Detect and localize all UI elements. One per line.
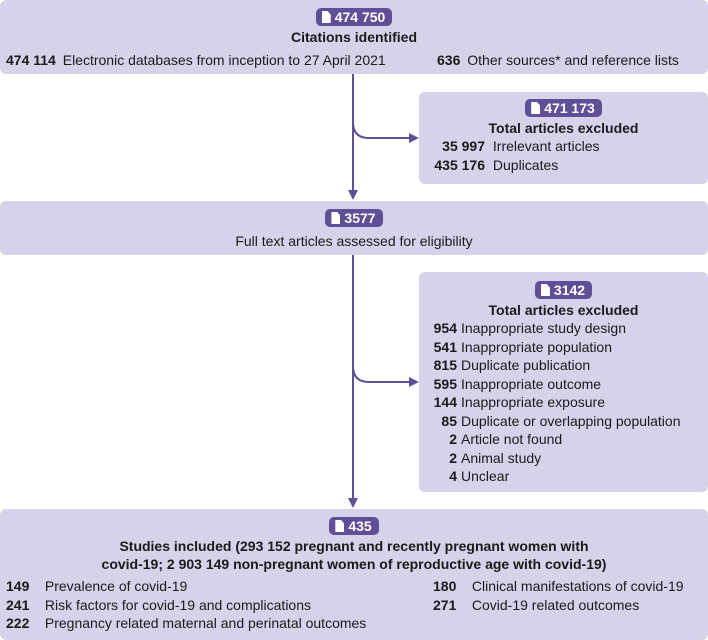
- arrow-to-excluded1: [352, 121, 419, 143]
- citations-items: 474 114 Electronic databases from incept…: [6, 51, 386, 70]
- document-icon: [331, 212, 341, 224]
- item-label: Inappropriate outcome: [461, 375, 602, 392]
- list-item: 180 Clinical manifestations of covid-19: [433, 577, 684, 596]
- document-icon: [540, 284, 550, 296]
- fulltext-count-badge: 3577: [325, 209, 383, 227]
- item-label: Inappropriate population: [461, 338, 613, 355]
- item-label: Covid-19 related outcomes: [471, 596, 640, 613]
- list-item: 271 Covid-19 related outcomes: [433, 596, 684, 615]
- item-label: Duplicate publication: [461, 357, 591, 373]
- item-label: Inappropriate study design: [461, 320, 626, 336]
- fulltext-count: 3577: [344, 210, 376, 226]
- excluded2-title: Total articles excluded: [488, 302, 639, 318]
- item-num: 222: [6, 615, 30, 631]
- list-item: 241 Risk factors for covid-19 and compli…: [6, 596, 366, 615]
- item-num: 595: [433, 375, 457, 392]
- item-num: 435 176: [434, 156, 485, 173]
- item-label: Duplicates: [492, 156, 559, 173]
- excluded2-count-badge: 3142: [534, 281, 593, 299]
- citations-count: 474 750: [334, 9, 386, 25]
- item-label: Duplicate or overlapping population: [461, 412, 681, 429]
- arrow-to-excluded2: [352, 365, 419, 387]
- citations-item-label: Electronic databases from inception to 2…: [62, 52, 386, 68]
- included-count: 435: [348, 518, 372, 534]
- included-list-right: 180 Clinical manifestations of covid-19 …: [433, 577, 684, 614]
- item-num: 815: [433, 357, 457, 373]
- excluded1-title: Total articles excluded: [488, 120, 639, 136]
- list-item: 149 Prevalence of covid-19: [6, 577, 366, 596]
- citations-box: 474 750 Citations identified 474 114 Ele…: [0, 0, 708, 74]
- citations-count-badge: 474 750: [315, 8, 393, 26]
- item-num: 180: [433, 578, 457, 594]
- item-label: Unclear: [461, 468, 510, 484]
- excluded1-count: 471 173: [544, 100, 595, 116]
- item-num: 2: [449, 431, 457, 447]
- document-icon: [531, 102, 541, 114]
- item-label: Irrelevant articles: [492, 138, 600, 154]
- fulltext-box: 3577 Full text articles assessed for eli…: [0, 201, 708, 255]
- item-num: 149: [6, 578, 30, 594]
- included-count-badge: 435: [329, 517, 379, 535]
- item-label: Prevalence of covid-19: [44, 578, 188, 594]
- item-num: 241: [6, 596, 30, 613]
- excluded1-count-badge: 471 173: [525, 99, 602, 117]
- item-num: 271: [433, 596, 457, 613]
- item-label: Inappropriate exposure: [461, 394, 605, 410]
- citations-item-num: 474 114: [6, 52, 56, 68]
- document-icon: [335, 520, 345, 532]
- item-label: Pregnancy related maternal and perinatal…: [44, 615, 367, 631]
- item-num: 4: [449, 468, 457, 484]
- item-num: 35 997: [442, 138, 485, 154]
- item-label: Risk factors for covid-19 and complicati…: [44, 596, 311, 613]
- included-list-left: 149 Prevalence of covid-19 241 Risk fact…: [6, 577, 366, 633]
- document-icon: [321, 11, 331, 23]
- included-box: 435 Studies included (293 152 pregnant a…: [0, 509, 708, 640]
- citations-items: 636 Other sources* and reference lists: [437, 51, 679, 70]
- list-item: 435 176 Duplicates: [419, 156, 708, 175]
- list-item: 222 Pregnancy related maternal and perin…: [6, 614, 366, 633]
- item-num: 954: [433, 320, 457, 336]
- item-label: Clinical manifestations of covid-19: [471, 578, 684, 594]
- included-title-line1: Studies included (293 152 pregnant and r…: [119, 538, 589, 554]
- excluded-box-1: 471 173 Total articles excluded 35 997 I…: [419, 92, 708, 184]
- fulltext-title: Full text articles assessed for eligibil…: [235, 233, 473, 249]
- item-label: Article not found: [461, 431, 563, 447]
- excluded2-count: 3142: [553, 282, 586, 298]
- item-num: 144: [433, 394, 457, 410]
- citations-item-label: Other sources* and reference lists: [467, 52, 679, 68]
- citations-title: Citations identified: [291, 29, 417, 45]
- list-item: 35 997 Irrelevant articles: [419, 137, 708, 156]
- item-num: 541: [433, 338, 457, 355]
- included-title-line2: covid-19; 2 903 149 non-pregnant women o…: [101, 556, 607, 572]
- item-num: 2: [449, 449, 457, 466]
- item-label: Animal study: [461, 449, 542, 466]
- item-num: 85: [441, 412, 457, 429]
- citations-item-num: 636: [437, 52, 461, 68]
